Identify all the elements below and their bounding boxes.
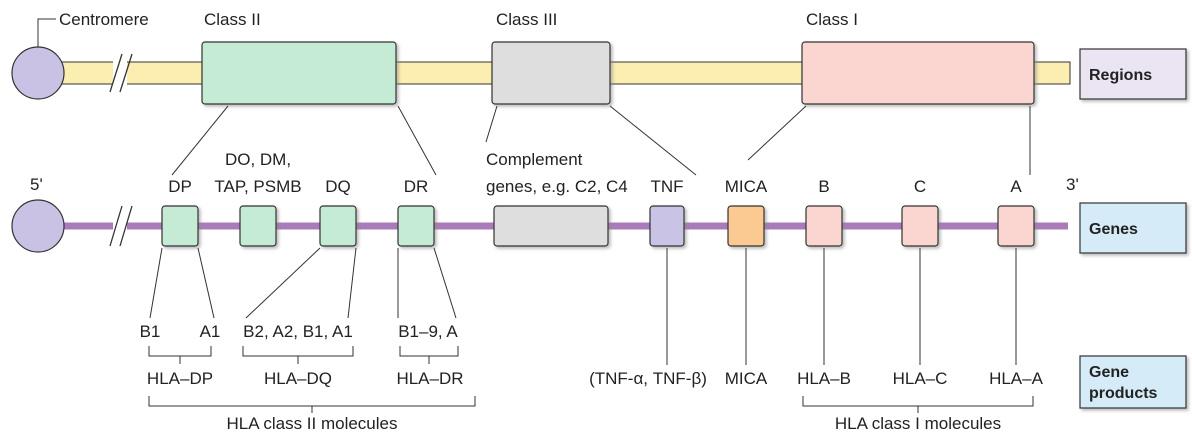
class-ii-label: Class II	[204, 10, 261, 29]
class-iii-label: Class III	[496, 10, 557, 29]
gene-do-dm-label-line1: DO, DM,	[225, 150, 291, 169]
three-prime-label: 3'	[1066, 175, 1079, 194]
gene-tnf	[649, 205, 685, 247]
products-row: HLA–DP HLA–DQ HLA–DR (TNF-α, TNF-β) MICA…	[147, 369, 1044, 388]
gene-b	[805, 205, 843, 247]
legend-regions-label: Regions	[1089, 67, 1152, 84]
gene-a	[997, 205, 1035, 247]
class-i-label: Class I	[806, 10, 858, 29]
class-i-region	[801, 41, 1035, 105]
dna-break-mark	[109, 205, 123, 247]
region-connectors	[171, 105, 1031, 176]
gene-complement-label-line1: Complement	[486, 150, 583, 169]
gene-dr	[397, 205, 435, 247]
gene-complement	[493, 205, 609, 247]
gene-dq	[319, 205, 357, 247]
legend-gene-products-box	[1079, 355, 1187, 409]
gene-c-label: C	[914, 177, 926, 196]
chromosome-break-mark	[119, 53, 133, 93]
gene-do-dm	[239, 205, 277, 247]
dp-a1-label: A1	[200, 322, 221, 341]
class-brackets	[148, 396, 1034, 413]
product-hla-dr: HLA–DR	[396, 369, 463, 388]
product-hla-a: HLA–A	[989, 369, 1044, 388]
hla-class-ii-molecules-label: HLA class II molecules	[226, 414, 397, 433]
gene-connectors	[149, 247, 1017, 365]
chromosome-row: Centromere Class II Class III Class I	[11, 10, 1071, 105]
gene-mica	[727, 205, 765, 247]
legend-regions-box	[1079, 48, 1187, 100]
gene-complement-label-line2: genes, e.g. C2, C4	[486, 177, 628, 196]
subunits-row: B1 A1 B2, A2, B1, A1 B1–9, A	[140, 322, 459, 341]
gene-dr-label: DR	[404, 177, 429, 196]
gene-b-label: B	[818, 177, 829, 196]
product-hla-c: HLA–C	[893, 369, 948, 388]
centromere-pointer	[37, 18, 56, 47]
subunit-brackets	[148, 346, 459, 364]
dq-subunits-label: B2, A2, B1, A1	[243, 322, 353, 341]
class-ii-region	[201, 41, 397, 105]
dp-b1-label: B1	[140, 322, 161, 341]
dna-break-gap	[113, 216, 127, 236]
genes-row: 5' 3' DP DO, DM, TAP, PSMB DQ DR Complem…	[11, 150, 1079, 253]
gene-dp-label: DP	[168, 177, 192, 196]
product-hla-dq: HLA–DQ	[264, 369, 332, 388]
gene-c	[901, 205, 939, 247]
product-mica: MICA	[725, 369, 768, 388]
product-hla-b: HLA–B	[797, 369, 851, 388]
product-tnf: (TNF-α, TNF-β)	[589, 369, 707, 388]
gene-a-label: A	[1010, 177, 1022, 196]
gene-dp	[161, 205, 199, 247]
gene-mica-label: MICA	[725, 177, 768, 196]
gene-dq-label: DQ	[325, 177, 351, 196]
product-hla-dp: HLA–DP	[147, 369, 213, 388]
gene-tnf-label: TNF	[650, 177, 683, 196]
gene-do-dm-label-line2: TAP, PSMB	[214, 177, 301, 196]
class-iii-region	[491, 41, 611, 105]
legend-gene-products-label-line1: Gene	[1089, 364, 1129, 381]
hla-class-i-molecules-label: HLA class I molecules	[835, 414, 1001, 433]
five-prime-centromere	[11, 199, 65, 253]
dr-subunits-label: B1–9, A	[398, 322, 458, 341]
legend: Regions Genes Gene products	[1079, 48, 1187, 409]
chromosome-break-gap	[113, 58, 127, 88]
legend-genes-label: Genes	[1089, 221, 1138, 238]
legend-genes-box	[1079, 202, 1187, 254]
chromosome-break-mark	[109, 53, 123, 93]
legend-gene-products-label-line2: products	[1089, 385, 1158, 402]
centromere-label: Centromere	[59, 10, 149, 29]
dna-break-mark	[119, 205, 133, 247]
centromere-circle	[11, 46, 65, 100]
five-prime-label: 5'	[30, 175, 43, 194]
